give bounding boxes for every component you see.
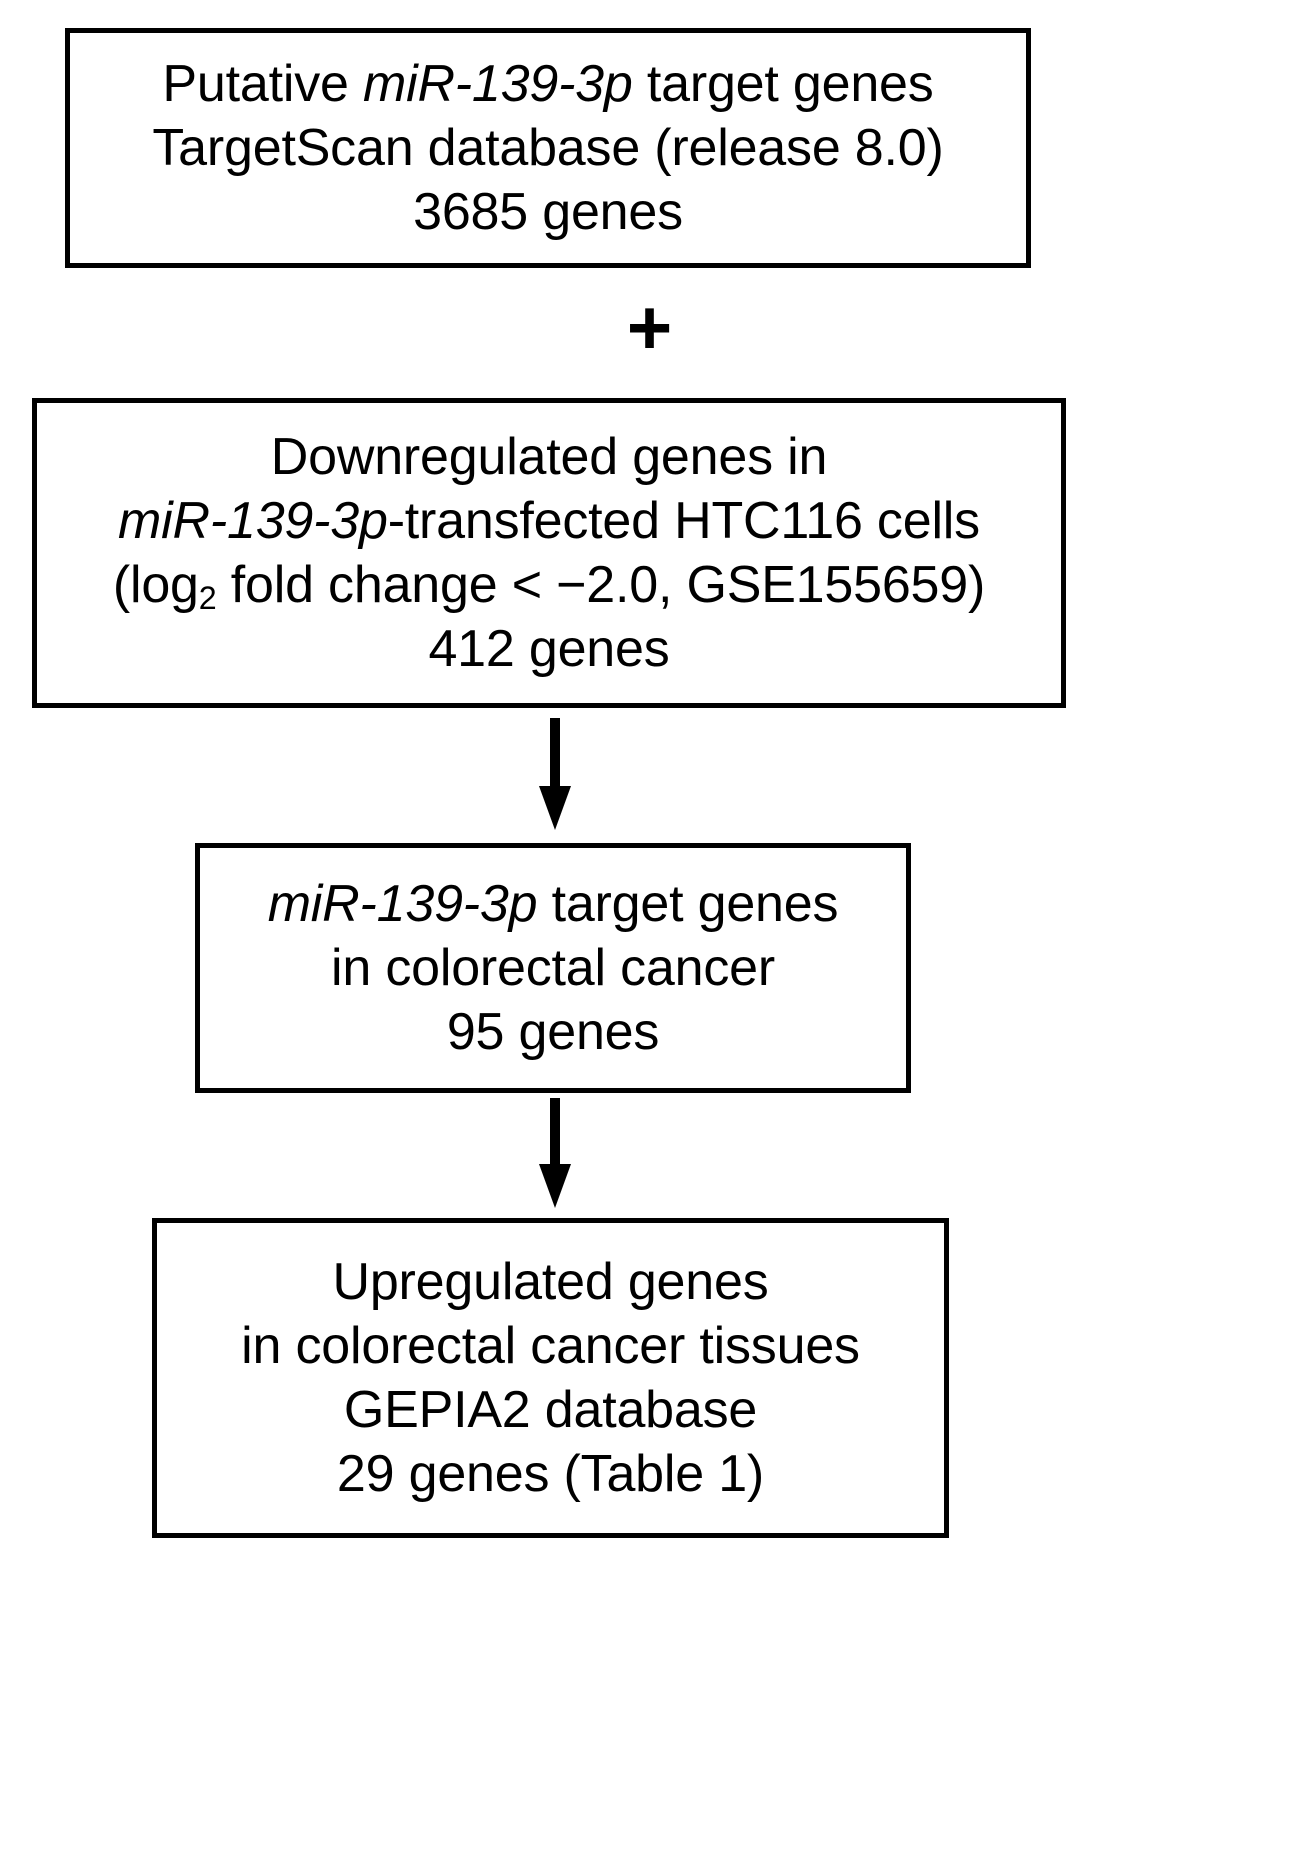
box-line: GEPIA2 database: [343, 1381, 758, 1439]
downregulated-genes-box: Downregulated genes in miR-139-3p-transf…: [32, 398, 1066, 708]
box-line: Upregulated genes: [332, 1253, 769, 1311]
putative-target-genes-box: Putative miR-139-3p target genes TargetS…: [65, 28, 1031, 268]
box-line-count: 95 genes: [446, 1003, 660, 1061]
box-line: Downregulated genes in: [270, 428, 828, 486]
box-line: miR-139-3p-transfected HTC116 cells: [118, 492, 980, 550]
box-line-count: 29 genes (Table 1): [336, 1445, 765, 1503]
box-line: (log2 fold change < −2.0, GSE155659): [112, 556, 986, 617]
down-arrow-icon: [539, 1098, 571, 1208]
box-line: Putative miR-139-3p target genes: [162, 55, 934, 113]
box-line: in colorectal cancer tissues: [241, 1317, 860, 1375]
box-line-count: 3685 genes: [413, 183, 683, 241]
box-line: in colorectal cancer: [331, 939, 775, 997]
upregulated-genes-box: Upregulated genes in colorectal cancer t…: [152, 1218, 949, 1538]
crc-target-genes-box: miR-139-3p target genes in colorectal ca…: [195, 843, 911, 1093]
box-line: TargetScan database (release 8.0): [152, 119, 944, 177]
box-line: miR-139-3p target genes: [267, 875, 839, 933]
down-arrow-icon: [539, 718, 571, 830]
plus-operator: +: [626, 283, 673, 371]
box-line-count: 412 genes: [428, 620, 670, 678]
